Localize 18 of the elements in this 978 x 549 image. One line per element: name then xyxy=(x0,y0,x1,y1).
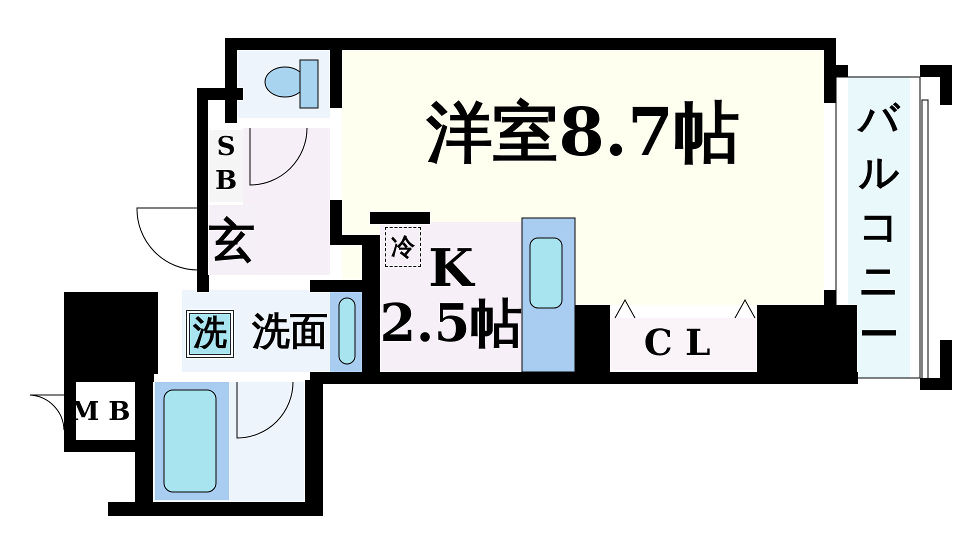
room-label: 玄 xyxy=(209,216,255,264)
fridge-label: 冷 xyxy=(391,234,415,260)
washer-space xyxy=(186,310,234,358)
room-label: 2.5帖 xyxy=(380,297,522,352)
washer-label: 洗 xyxy=(193,316,227,352)
room-area xyxy=(380,222,522,372)
closet-area xyxy=(610,318,757,370)
room-label: バルコニー xyxy=(857,94,901,360)
entrance-area xyxy=(208,205,256,275)
fridge-space xyxy=(385,227,421,267)
room-label: 洋室8.7帖 xyxy=(426,98,740,168)
room-label: 洗面 xyxy=(252,311,328,351)
room-label: K xyxy=(428,242,474,297)
balcony-area xyxy=(848,76,910,378)
room-label: SB xyxy=(212,132,240,200)
washroom-area xyxy=(182,290,330,372)
room-area xyxy=(342,50,824,215)
room-label: CL xyxy=(644,325,724,363)
